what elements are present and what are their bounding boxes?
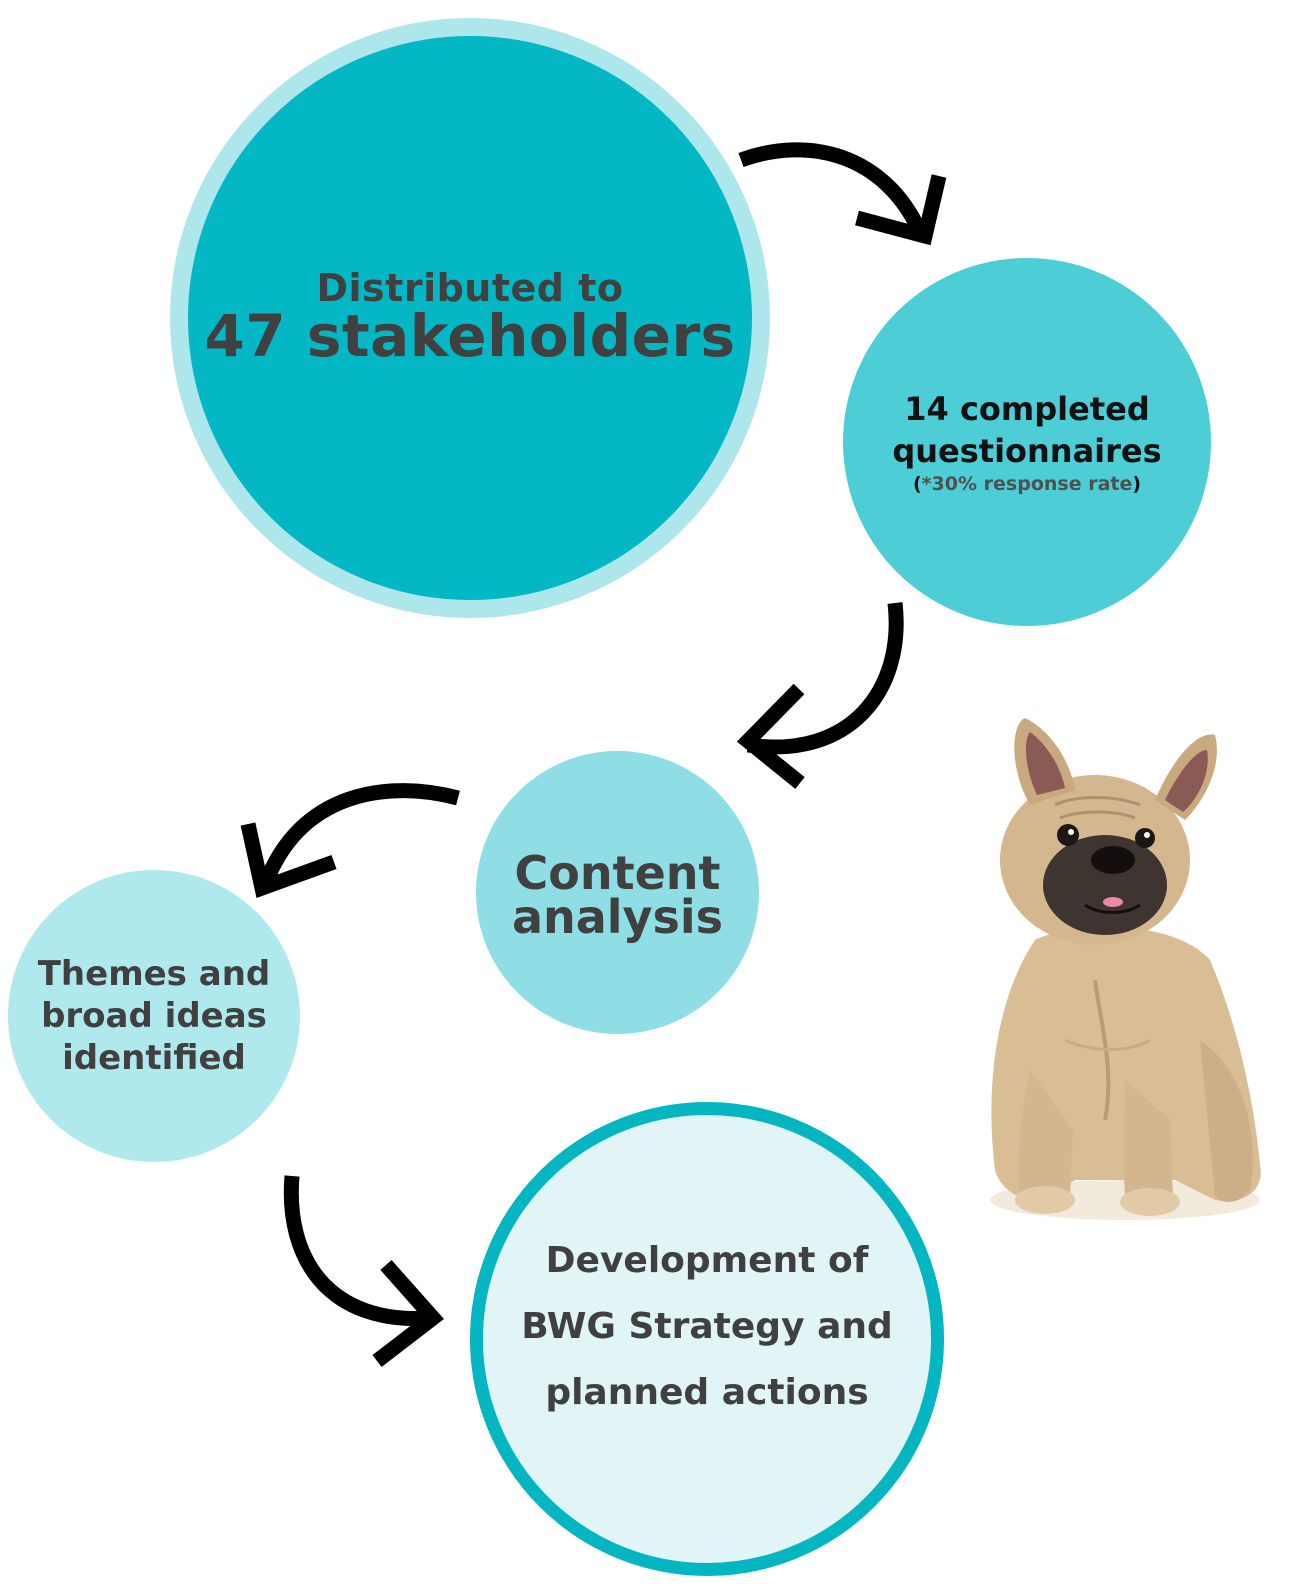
- response-rate-note: (*30% response rate): [912, 473, 1142, 495]
- step-completed-circle: 14 completed questionnaires (*30% respon…: [843, 258, 1211, 626]
- curved-arrow-icon-2: [736, 602, 904, 789]
- development-line-1: Development of: [545, 1240, 869, 1281]
- content-analysis-line-1: Content: [514, 845, 721, 900]
- french-bulldog-image: [990, 718, 1261, 1220]
- stakeholder-count-label: 47 stakeholders: [204, 302, 736, 370]
- step-development-circle: Development of BWG Strategy and planned …: [470, 1102, 944, 1576]
- step-distributed-label: Distributed to: [316, 266, 624, 310]
- themes-line-1: Themes and: [37, 954, 271, 994]
- themes-line-3: identified: [62, 1038, 246, 1078]
- response-rate-text: *30% response rate: [921, 473, 1133, 495]
- development-line-3: planned actions: [545, 1372, 869, 1413]
- completed-line-1: 14 completed: [904, 390, 1150, 428]
- curved-arrow-icon-1: [738, 142, 947, 246]
- curved-arrow-icon-3: [240, 783, 460, 898]
- themes-line-2: broad ideas: [41, 996, 267, 1036]
- curved-arrow-icon-4: [283, 1175, 444, 1367]
- completed-line-2: questionnaires: [892, 432, 1162, 470]
- content-analysis-line-2: analysis: [511, 889, 724, 944]
- step-themes-circle: Themes and broad ideas identified: [8, 870, 300, 1162]
- development-line-2: BWG Strategy and: [521, 1306, 893, 1347]
- step-content-analysis-circle: Content analysis: [476, 751, 759, 1034]
